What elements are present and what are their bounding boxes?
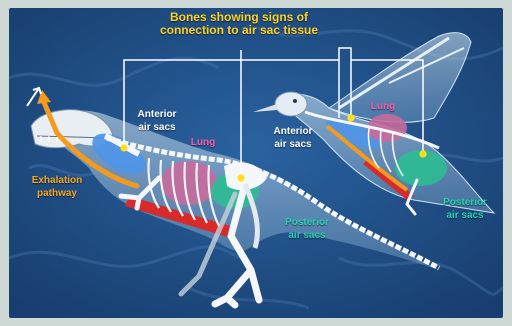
label-line: air sacs — [127, 121, 187, 134]
bird-posterior-label: Posterior air sacs — [429, 196, 501, 222]
figure-title: Bones showing signs of connection to air… — [139, 11, 339, 37]
figure-title-line2: connection to air sac tissue — [139, 24, 339, 37]
label-line: air sacs — [261, 138, 325, 151]
bird-head — [275, 92, 307, 116]
diagram-panel: Bones showing signs of connection to air… — [9, 8, 503, 318]
dinosaur-posterior-label: Posterior air sacs — [271, 216, 343, 242]
label-line: air sacs — [271, 229, 343, 242]
connection-dot — [120, 144, 127, 151]
label-line: Exhalation — [21, 174, 93, 187]
connection-dot — [347, 114, 354, 121]
exhalation-pathway-label: Exhalation pathway — [21, 174, 93, 200]
label-line: Anterior — [127, 108, 187, 121]
bird-anterior-label: Anterior air sacs — [261, 125, 325, 151]
label-line: air sacs — [429, 209, 501, 222]
label-line: Posterior — [429, 196, 501, 209]
dinosaur-anterior-label: Anterior air sacs — [127, 108, 187, 134]
connection-dot — [419, 150, 426, 157]
anatomy-illustration — [9, 8, 503, 318]
label-line: Posterior — [271, 216, 343, 229]
connection-dot — [237, 174, 244, 181]
label-line: Anterior — [261, 125, 325, 138]
dinosaur-lung-label: Lung — [183, 136, 223, 149]
bird-lung-label: Lung — [363, 100, 403, 113]
label-line: pathway — [21, 187, 93, 200]
